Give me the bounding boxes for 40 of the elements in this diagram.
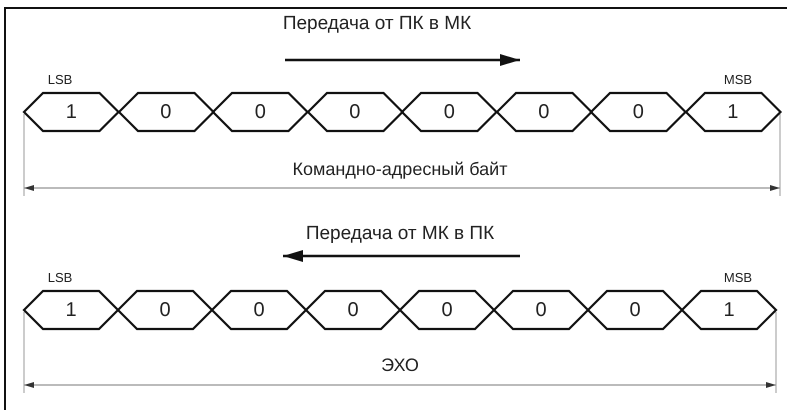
bit-cell: [686, 93, 780, 131]
bit-cell: [682, 291, 776, 329]
bit-cell: [402, 93, 496, 131]
bit-cell: [212, 291, 306, 329]
bit-value: 0: [254, 102, 267, 122]
bit-value: 0: [537, 102, 550, 122]
bit-order-label: LSB: [48, 271, 72, 284]
direction-text: Передача от МК в ПК: [306, 224, 494, 243]
bit-order-label: MSB: [724, 73, 752, 86]
bit-cell: [306, 291, 400, 329]
bit-value: 1: [722, 300, 736, 320]
bit-value: 1: [64, 300, 78, 320]
bit-value: 1: [726, 102, 740, 122]
bit-cell: [24, 93, 118, 131]
dimension-text: Командно-адресный байт: [292, 160, 508, 178]
bit-value: 0: [158, 300, 172, 320]
bit-value: 0: [534, 300, 548, 320]
bit-order-label: MSB: [724, 271, 752, 284]
bit-cell: [588, 291, 682, 329]
bit-cell: [591, 93, 686, 131]
bit-value: 0: [628, 300, 642, 320]
bit-cell: [494, 291, 588, 329]
bit-cell: [308, 93, 402, 131]
bit-order-label: LSB: [48, 73, 72, 86]
bit-value: 1: [64, 102, 78, 122]
bit-cell: [496, 93, 591, 131]
bit-cell: [24, 291, 118, 329]
bit-value: 0: [252, 300, 266, 320]
bit-value: 0: [348, 102, 362, 122]
bit-value: 0: [159, 102, 172, 122]
bit-value: 0: [632, 102, 645, 122]
bit-cell: [400, 291, 494, 329]
bit-value: 0: [442, 102, 456, 122]
direction-text: Передача от ПК в МК: [282, 14, 472, 33]
bit-cell: [118, 93, 213, 131]
bit-value: 0: [346, 300, 360, 320]
dimension-text: ЭХО: [381, 356, 419, 374]
bit-value: 0: [440, 300, 454, 320]
bit-cell: [118, 291, 212, 329]
bit-cell: [213, 93, 308, 131]
